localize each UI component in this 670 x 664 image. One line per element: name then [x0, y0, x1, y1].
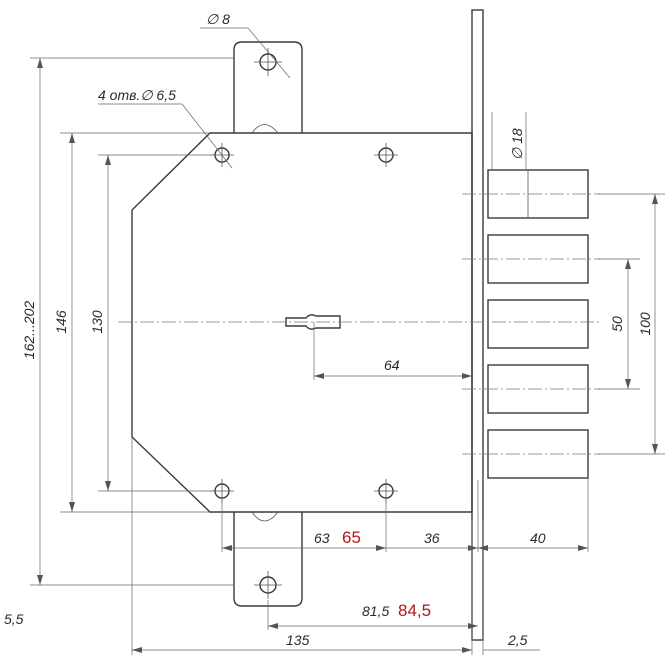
label-phi8: ∅ 8	[206, 11, 230, 27]
callout-leaders	[98, 27, 527, 170]
label-36: 36	[424, 530, 440, 546]
label-phi18: ∅ 18	[509, 128, 525, 160]
lock-body	[131, 132, 473, 513]
vertical-dimension-lines	[30, 57, 665, 586]
label-holes: 4 отв.∅ 6,5	[98, 87, 176, 103]
label-135: 135	[286, 632, 310, 648]
label-100: 100	[637, 312, 653, 336]
label-40: 40	[530, 530, 546, 546]
label-130: 130	[89, 310, 105, 334]
keyhole	[285, 314, 341, 330]
bolt-center-lines	[462, 193, 600, 455]
hole-center-marks	[210, 48, 398, 599]
bottom-tab-notch	[251, 511, 279, 522]
label-64: 64	[384, 357, 400, 373]
label-65: 65	[342, 528, 361, 547]
label-5-5: 5,5	[4, 611, 24, 627]
label-146: 146	[53, 310, 69, 334]
face-plate	[471, 9, 484, 641]
bolt-3	[487, 299, 589, 349]
horizontal-dimension-lines	[131, 322, 589, 655]
top-mounting-tab	[233, 41, 303, 133]
label-162-202: 162...202	[21, 301, 37, 360]
label-50: 50	[609, 316, 625, 332]
label-2-5: 2,5	[507, 632, 528, 648]
label-81-5: 81,5	[362, 603, 389, 619]
label-84-5: 84,5	[398, 601, 431, 620]
top-tab-notch	[251, 124, 279, 134]
dimension-arrows	[37, 58, 658, 653]
label-63: 63	[314, 530, 330, 546]
